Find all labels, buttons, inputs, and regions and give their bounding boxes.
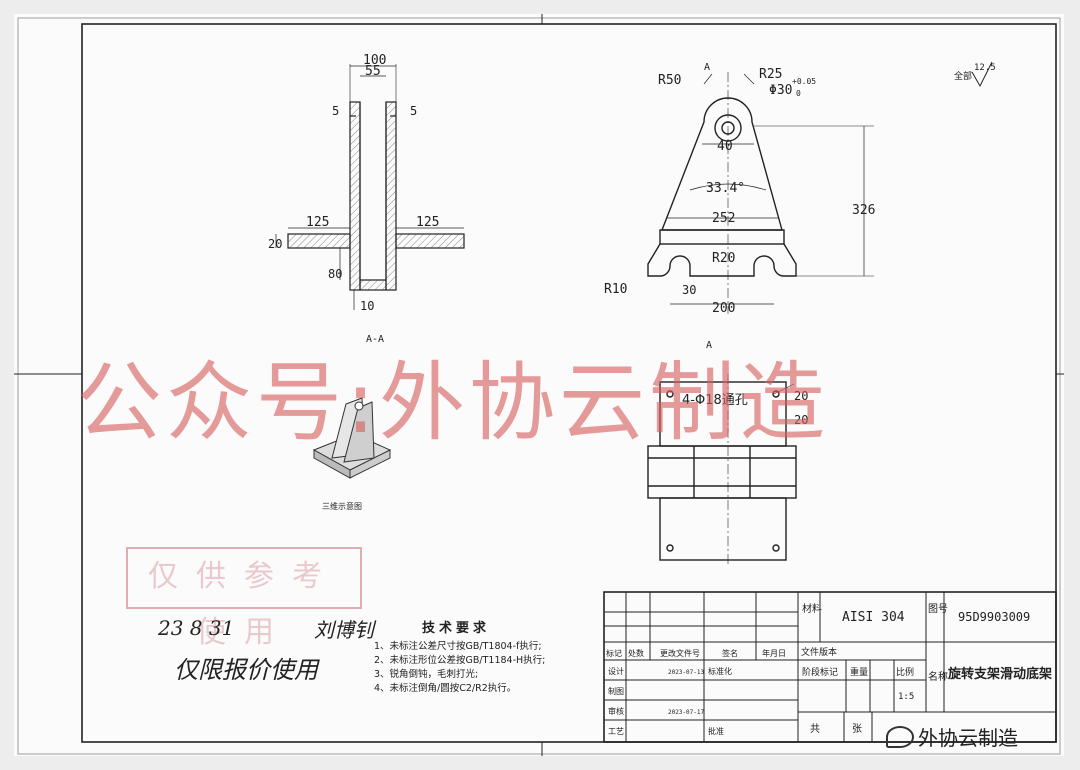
sheets-label: 共 [810,723,820,735]
material-label: 材料 [802,602,822,615]
technical-requirements: 技术要求 1、未标注公差尺寸按GB/T1804-f执行; 2、未标注形位公差按G… [374,622,634,696]
handwritten-signer: 刘博钊 [314,618,374,642]
drawing-no-label: 图号 [928,603,948,615]
process-label: 工艺 [608,727,624,736]
surface-finish-symbol [971,61,993,88]
rev-header-0: 标记 [606,648,622,658]
sheet-unit: 张 [852,723,862,735]
dim-flange-right: 125 [416,215,439,230]
rev-header-1: 处数 [628,648,644,658]
dim-wall-left: 5 [332,104,339,118]
scale-value: 1:5 [898,692,914,702]
scale-label: 比例 [896,666,914,678]
dim-r20: R20 [712,251,735,266]
check-date: 2023-07-17 [668,709,705,716]
dim-stem-height: 80 [328,267,342,281]
chat-bubble-icon [886,725,914,748]
badge-text: 外协云制造 [918,726,1018,750]
dim-slot-depth: 30 [682,283,696,297]
drawing-no-value: 95D9903009 [958,610,1030,624]
front-view [647,72,874,314]
dim-r50: R50 [658,73,681,88]
material-value: AISI 304 [842,610,905,625]
version-label: 文件版本 [801,646,837,658]
dim-holes: 4-Φ18通孔 [682,393,748,408]
title-block [603,591,1057,743]
draw-label: 制图 [608,686,624,696]
rev-header-3: 签名 [722,648,738,658]
dim-r25: R25 [759,67,782,82]
source-badge: 外协云制造 [886,722,1018,751]
section-view [275,64,465,310]
surface-value: 12.5 [974,63,996,73]
name-label: 名称 [928,670,948,683]
inner-frame [81,23,1057,743]
weight-label: 重量 [850,666,868,678]
dim-height: 326 [852,203,875,218]
top-view [647,374,797,566]
tech-item: 4、未标注倒角/圆按C2/R2执行。 [374,683,517,694]
drawing-sheet: 100 55 5 5 125 125 20 80 10 A-A A R50 R2… [14,14,1064,756]
dim-hole-spacing: 40 [717,139,733,154]
view-arrow-bottom: A [706,340,712,351]
iso-caption: 三维示意图 [322,501,362,511]
stage-label: 阶段标记 [802,666,838,678]
standardize-label: 标准化 [708,666,732,676]
dim-flange-thickness: 20 [268,237,282,251]
part-name: 旋转支架滑动底架 [947,666,1052,682]
tech-title: 技术要求 [422,621,491,636]
dim-bore: Φ30 [769,83,792,98]
dim-slot-spacing: 200 [712,301,735,316]
dim-angle: 33.4° [706,181,745,196]
tech-item: 1、未标注公差尺寸按GB/T1804-f执行; [374,641,542,652]
watermark: 公众号:外协云制造 [76,353,829,453]
view-arrow-top: A [704,62,710,73]
dim-slot-width: 55 [365,64,381,79]
rev-header-2: 更改文件号 [660,648,700,658]
handwritten-date: 23 8 31 [158,616,235,640]
dim-wall-right: 5 [410,104,417,118]
dim-edge-1: 20 [794,389,808,403]
check-label: 审核 [608,706,624,716]
dim-base-width: 252 [712,211,735,226]
dim-r10: R10 [604,282,627,297]
engineering-drawing: 100 55 5 5 125 125 20 80 10 A-A A R50 R2… [14,14,1064,756]
approve-label: 批准 [708,726,724,736]
dim-flange-left: 125 [306,215,329,230]
section-label: A-A [366,334,384,345]
design-label: 设计 [608,666,624,676]
handwritten-note: 仅限报价使用 [174,656,318,684]
outer-frame [17,17,1061,755]
tech-item: 2、未标注形位公差按GB/T1184-H执行; [374,655,546,666]
iso-view [312,397,392,479]
dim-tol-lower: 0 [796,89,801,98]
dim-edge-2: 20 [794,413,808,427]
tech-item: 3、锐角倒钝，毛刺打光; [374,669,479,680]
dim-base-thickness: 10 [360,299,374,313]
dim-top-width: 100 [363,53,386,68]
design-date: 2023-07-13 [668,669,705,676]
reference-stamp: 仅供参考使用 [126,547,362,650]
rev-header-4: 年月日 [762,648,786,658]
dim-tol-upper: +0.05 [792,77,816,86]
surface-label: 全部 [954,70,972,82]
